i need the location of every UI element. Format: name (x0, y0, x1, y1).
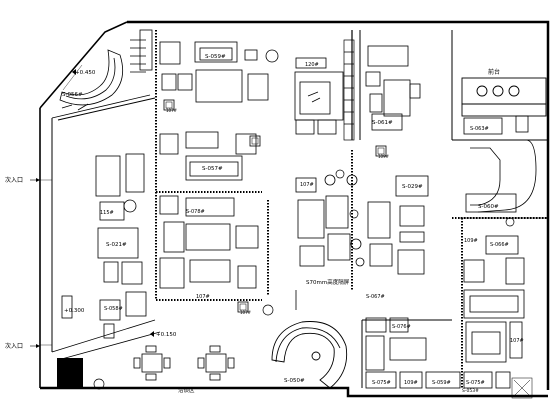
elevation-label-top: +0.450 (75, 70, 96, 76)
glass-partitions (155, 30, 548, 388)
code-label-109-b: 109# (404, 380, 418, 386)
model-label-s076: S-076# (392, 324, 411, 330)
sofa-group-s057[interactable] (159, 131, 257, 217)
curved-sofa-s056[interactable] (59, 49, 124, 111)
code-label-107-a: 107# (196, 294, 210, 300)
model-label-s057: S-057# (202, 166, 223, 172)
elevation-arrow-top (72, 69, 76, 75)
sofa-group-center[interactable] (295, 174, 393, 267)
reception-desk[interactable] (461, 77, 547, 117)
sofa-group-left[interactable] (61, 153, 147, 339)
code-label-107-e: 107# (240, 310, 252, 315)
entrance-label-2: 次入口 (5, 342, 23, 350)
model-label-s063: S-063# (470, 126, 489, 132)
watermark-logo (511, 377, 533, 399)
code-label-107-b: 107# (300, 182, 314, 188)
model-label-s060: S-060# (478, 204, 499, 210)
plants (93, 169, 515, 390)
entrance-arrow-1 (30, 178, 40, 182)
model-label-s066: S-066# (490, 242, 509, 248)
reception-label: 前台 (488, 68, 500, 76)
model-label-s058: S-058# (104, 306, 123, 312)
sofa-group-top-center[interactable] (294, 71, 344, 135)
sofa-group-s076[interactable] (365, 317, 507, 371)
elevation-label-low: +0.150 (156, 332, 177, 338)
code-label-115: 115# (100, 210, 114, 216)
sofa-group-bottom-right[interactable] (365, 371, 511, 389)
model-label-s053: S-053# (462, 388, 479, 394)
sofa-group-s066[interactable] (463, 235, 525, 359)
entrance-arrow-2 (30, 344, 40, 348)
model-label-s050: S-050# (284, 378, 305, 384)
negotiation-tables[interactable] (133, 345, 235, 381)
code-label-120: 120# (305, 62, 319, 68)
model-label-s059: S-059# (205, 54, 226, 60)
model-label-s056: S-056# (62, 92, 83, 98)
model-label-s021: S-021# (106, 242, 127, 248)
code-label-109-c: 109# (378, 154, 390, 159)
sofa-group-s061[interactable] (365, 45, 421, 131)
code-label-107-d: 107# (166, 108, 178, 113)
column-bottom-left (57, 358, 83, 388)
negotiation-label: 洽谈区 (178, 386, 195, 394)
elevation-label-mid: +0.300 (64, 308, 85, 314)
sofa-group-s029[interactable] (395, 175, 429, 275)
top-display-row (130, 29, 327, 103)
potted-plant-top (265, 49, 279, 63)
model-label-s075b: S-075# (466, 380, 485, 386)
entrance-label-1: 次入口 (5, 176, 23, 184)
elevation-arrow-low (150, 331, 154, 337)
shelf-unit-vertical (343, 39, 355, 141)
model-label-s059b: S-059# (432, 380, 451, 386)
curved-sofa-s050[interactable] (271, 321, 348, 389)
model-label-s029: S-029# (402, 184, 423, 190)
platform-label: S70mm高度隔屏 (306, 278, 350, 286)
code-label-109-a: 109# (464, 238, 478, 244)
model-label-s075: S-075# (372, 380, 391, 386)
model-label-s067: S-067# (366, 294, 385, 300)
model-label-s061: S-061# (372, 120, 393, 126)
sofa-group-s060[interactable] (463, 115, 537, 213)
model-label-s078: S-078# (186, 209, 205, 215)
code-label-107-c: 107# (510, 338, 524, 344)
sofa-group-center-left-b[interactable] (159, 221, 259, 289)
dimension-lines (40, 64, 83, 346)
